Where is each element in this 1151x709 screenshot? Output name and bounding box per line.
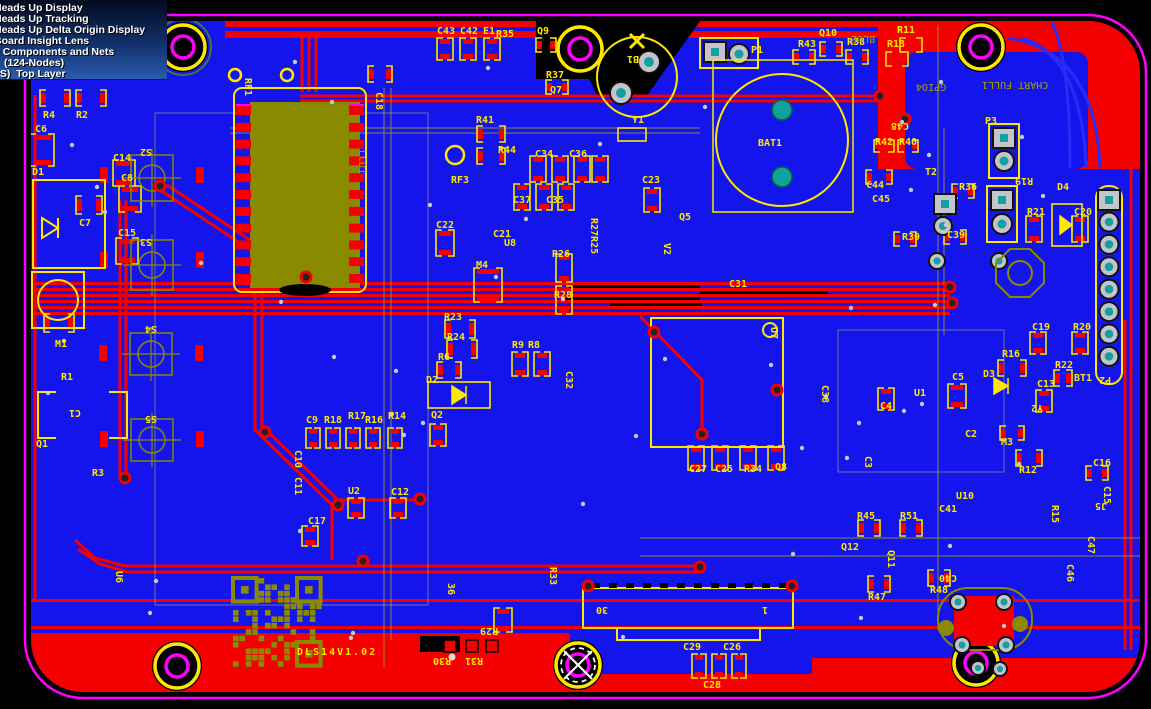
board-decor bbox=[31, 21, 1123, 691]
hud-line: 0S) Top Layer bbox=[0, 68, 66, 80]
inner-layer-traces bbox=[1007, 21, 1102, 169]
hud-line: e Components and Nets bbox=[0, 46, 115, 58]
hud-line: Heads Up Display bbox=[0, 2, 83, 14]
trace-bus bbox=[35, 282, 950, 315]
rf-module-body bbox=[250, 102, 360, 288]
hud-line: (124-Nodes) bbox=[4, 57, 65, 69]
hud-line: Heads Up Tracking bbox=[0, 13, 89, 25]
hud-line: Board Insight Lens bbox=[0, 35, 90, 47]
hud-line: Heads Up Delta Origin Display bbox=[0, 24, 146, 36]
